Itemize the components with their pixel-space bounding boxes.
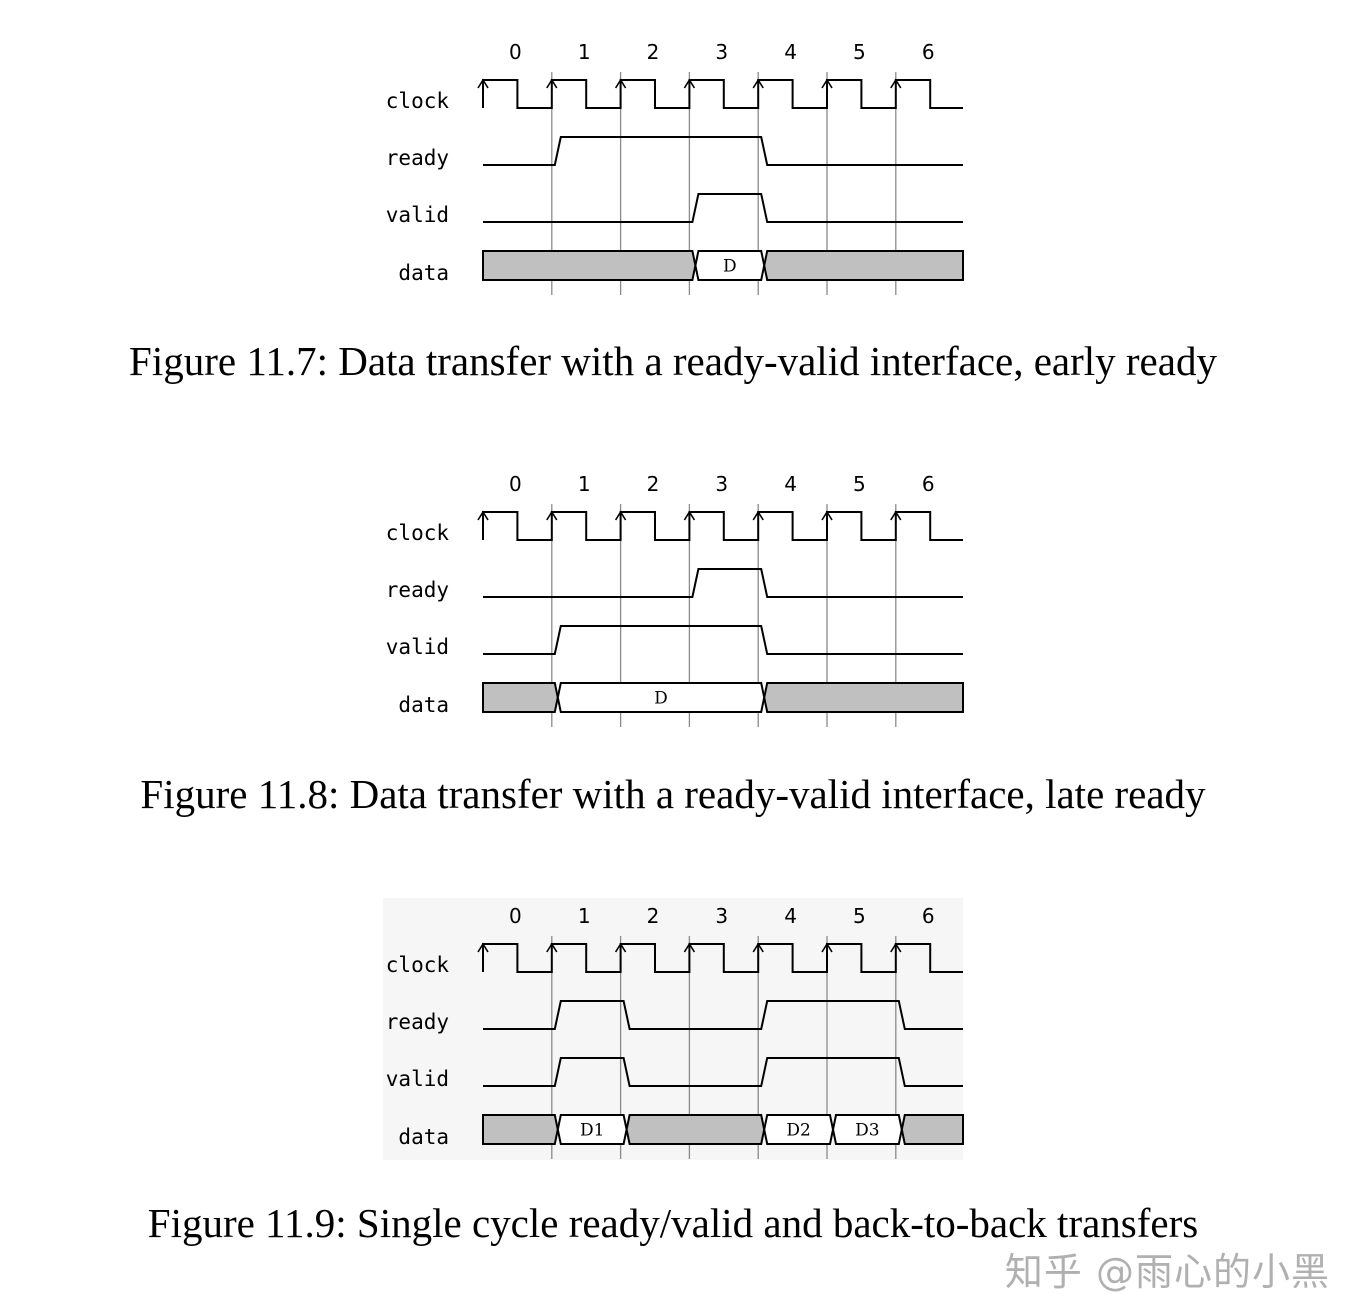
signal-label-data: data	[398, 1125, 449, 1149]
signal-label-clock: clock	[386, 521, 450, 545]
rising-edge-arrow-icon	[683, 942, 696, 953]
rising-edge-arrow-icon	[752, 942, 764, 953]
cycle-label: 2	[647, 904, 660, 928]
cycle-label: 0	[509, 904, 522, 928]
data-valid-segment	[556, 1114, 628, 1145]
signal-label-ready: ready	[386, 146, 449, 170]
signal-label-valid: valid	[386, 203, 449, 227]
signal-label-valid: valid	[386, 635, 449, 659]
data-invalid-segment	[482, 1114, 559, 1145]
data-valid-segment	[763, 1114, 835, 1145]
data-invalid-segment	[482, 682, 559, 713]
data-value-label: D	[654, 689, 668, 709]
rising-edge-arrow-icon	[683, 510, 696, 521]
signal-label-ready: ready	[386, 578, 449, 602]
signal-label-data: data	[398, 261, 449, 285]
rising-edge-arrow-icon	[752, 78, 764, 89]
rising-edge-arrow-icon	[821, 78, 833, 89]
figure-11-8-caption: Figure 11.8: Data transfer with a ready-…	[140, 771, 1206, 817]
cycle-label: 3	[715, 40, 728, 64]
cycle-label: 6	[922, 472, 935, 496]
signal-label-clock: clock	[386, 89, 450, 113]
valid-waveform	[483, 193, 963, 223]
clock-waveform	[482, 943, 963, 973]
data-value-label: D2	[786, 1121, 810, 1141]
ready-waveform	[483, 568, 963, 598]
clock-waveform	[482, 511, 963, 541]
rising-edge-arrow-icon	[546, 942, 558, 953]
rising-edge-arrow-icon	[477, 510, 489, 521]
rising-edge-arrow-icon	[477, 78, 489, 89]
ready-waveform	[483, 136, 963, 166]
cycle-label: 6	[922, 904, 935, 928]
cycle-label: 3	[715, 904, 728, 928]
cycle-label: 3	[715, 472, 728, 496]
rising-edge-arrow-icon	[890, 78, 902, 89]
rising-edge-arrow-icon	[546, 78, 558, 89]
cycle-label: 1	[578, 904, 591, 928]
cycle-label: 6	[922, 40, 935, 64]
ready-waveform	[483, 1000, 963, 1030]
data-invalid-segment	[763, 682, 964, 713]
cycle-label: 4	[784, 904, 797, 928]
cycle-label: 5	[853, 904, 866, 928]
rising-edge-arrow-icon	[546, 510, 558, 521]
signal-label-clock: clock	[386, 953, 450, 977]
data-value-label: D1	[580, 1121, 604, 1141]
data-valid-segment	[694, 250, 766, 281]
cycle-label: 2	[647, 472, 660, 496]
cycle-label: 1	[578, 40, 591, 64]
data-value-label: D	[723, 257, 737, 277]
rising-edge-arrow-icon	[821, 942, 833, 953]
data-invalid-segment	[763, 250, 964, 281]
cycle-label: 4	[784, 472, 797, 496]
rising-edge-arrow-icon	[683, 78, 696, 89]
figure-11-9-caption: Figure 11.9: Single cycle ready/valid an…	[147, 1200, 1199, 1246]
cycle-label: 5	[853, 472, 866, 496]
cycle-label: 0	[509, 40, 522, 64]
timing-diagram-1: 0 1 2 3 4 5 6 clock ready valid data D	[386, 472, 964, 727]
watermark: 知乎 @雨心的小黑	[1004, 1250, 1330, 1294]
valid-waveform	[483, 1057, 963, 1087]
cycle-label: 1	[578, 472, 591, 496]
rising-edge-arrow-icon	[890, 510, 902, 521]
figure-11-7-caption: Figure 11.7: Data transfer with a ready-…	[129, 338, 1217, 384]
clock-waveform	[482, 79, 963, 109]
cycle-label: 4	[784, 40, 797, 64]
rising-edge-arrow-icon	[614, 942, 627, 953]
data-value-label: D3	[855, 1121, 879, 1141]
valid-waveform	[483, 625, 963, 655]
cycle-label: 5	[853, 40, 866, 64]
signal-label-valid: valid	[386, 1067, 449, 1091]
rising-edge-arrow-icon	[477, 942, 489, 953]
rising-edge-arrow-icon	[752, 510, 764, 521]
data-invalid-segment	[482, 250, 697, 281]
timing-diagram-2: 0 1 2 3 4 5 6 clock ready valid data D1 D2 D3	[383, 898, 964, 1160]
data-invalid-segment	[900, 1114, 964, 1145]
data-valid-segment	[556, 682, 766, 713]
rising-edge-arrow-icon	[821, 510, 833, 521]
cycle-label: 0	[509, 472, 522, 496]
timing-diagram-0: 0 1 2 3 4 5 6 clock ready valid data D	[386, 40, 964, 295]
signal-label-data: data	[398, 693, 449, 717]
data-valid-segment	[831, 1114, 903, 1145]
signal-label-ready: ready	[386, 1010, 449, 1034]
rising-edge-arrow-icon	[614, 510, 627, 521]
rising-edge-arrow-icon	[890, 942, 902, 953]
cycle-label: 2	[647, 40, 660, 64]
rising-edge-arrow-icon	[614, 78, 627, 89]
data-invalid-segment	[625, 1114, 766, 1145]
